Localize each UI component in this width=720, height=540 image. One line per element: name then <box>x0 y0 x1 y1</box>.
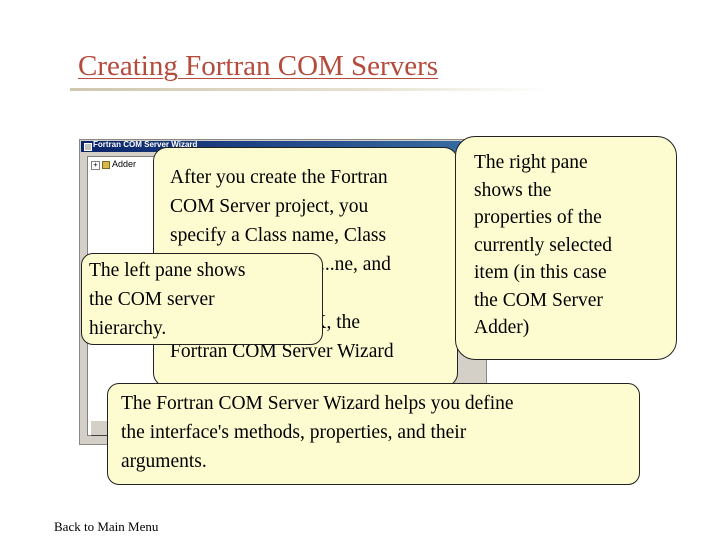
back-to-main-menu-link[interactable]: Back to Main Menu <box>54 519 159 534</box>
callout-wizard-help: The Fortran COM Server Wizard helps you … <box>107 383 640 485</box>
title-rule <box>70 88 550 91</box>
callout-line: currently selected <box>474 234 613 256</box>
class-icon <box>102 161 110 169</box>
wizard-titlebar: Fortran COM Server Wizard <box>81 140 485 152</box>
callout-line: shows the <box>474 179 552 201</box>
expand-icon[interactable]: + <box>91 161 100 170</box>
callout-line: COM Server project, you <box>170 196 369 217</box>
callout-line: properties of the <box>474 207 602 228</box>
callout-right-pane: The right pane shows the properties of t… <box>455 136 677 360</box>
callout-line: The Fortran COM Server Wizard helps you … <box>121 393 514 414</box>
callout-line: the interface's methods, properties, and… <box>121 422 467 443</box>
callout-line: Fortran COM Server Wizard <box>170 341 394 362</box>
callout-line: arguments. <box>121 451 207 472</box>
app-icon <box>84 143 92 151</box>
wizard-title: Fortran COM Server Wizard <box>93 140 198 149</box>
callout-line: ...ne, and <box>320 254 391 275</box>
callout-line: specify a Class name, Class <box>170 225 387 246</box>
slide-title: Creating Fortran COM Servers <box>78 50 439 82</box>
callout-line: item (in this case <box>474 262 607 283</box>
callout-line: hierarchy. <box>89 318 167 339</box>
callout-line: After you create the Fortran <box>170 167 388 188</box>
callout-left-pane: The left pane shows the COM server hiera… <box>81 253 323 345</box>
callout-line: Adder) <box>474 317 530 338</box>
callout-line: the COM server <box>89 289 215 310</box>
callout-line: the COM Server <box>474 289 603 311</box>
callout-line: The right pane <box>474 152 588 173</box>
tree-item-adder[interactable]: Adder <box>112 159 137 169</box>
callout-line: The left pane shows <box>89 260 246 281</box>
